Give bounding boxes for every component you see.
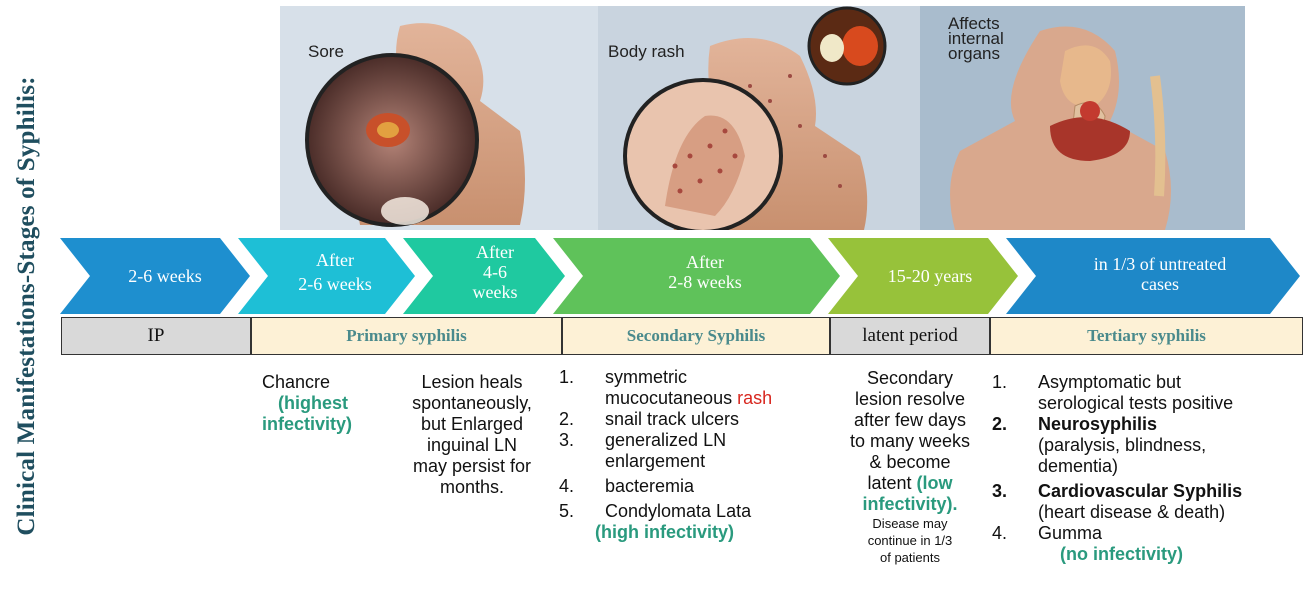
timeline-arrows: 2-6 weeks After 2-6 weeks After 4-6 week… [60, 238, 1305, 314]
primary-lesion-heals: Lesion heals spontaneously, but Enlarged… [384, 372, 560, 498]
stage-secondary: Secondary Syphilis [562, 317, 830, 355]
arrow-1-text: 2-6 weeks [90, 266, 240, 286]
arrow-2-text: After 2-6 weeks [265, 250, 405, 294]
arrow-3-text: After 4-6 weeks [430, 242, 560, 302]
arrow-6-text: in 1/3 of untreated cases [1045, 254, 1275, 294]
tertiary-item-2: 2. Neurosyphilis (paralysis, blindness, … [992, 414, 1302, 477]
tertiary-item-1: 1. Asymptomatic but serological tests po… [992, 372, 1302, 414]
secondary-item-3: 3. generalized LN enlargement [559, 430, 821, 472]
secondary-list: 1. symmetric mucocutaneous rash 2. snail… [559, 367, 821, 543]
stage-tertiary: Tertiary syphilis [990, 317, 1303, 355]
stage-ip: IP [61, 317, 251, 355]
label-organs: organs [948, 46, 1000, 62]
label-sore: Sore [308, 44, 344, 60]
heart [1080, 101, 1100, 121]
stages-illustration: Sore Body rash Affects internal organs [280, 6, 1245, 230]
latent-description: Secondary lesion resolve after few days … [832, 368, 988, 566]
secondary-item-5: 5. Condylomata Lata [559, 501, 821, 522]
arrow-5-text: 15-20 years [855, 266, 1005, 286]
illustration-svg [280, 6, 1245, 230]
arrow-4-text: After 2-8 weeks [605, 252, 805, 292]
label-body-rash: Body rash [608, 44, 685, 60]
tertiary-infectivity: (no infectivity) [992, 544, 1302, 565]
tertiary-item-4: 4. Gumma [992, 523, 1302, 544]
primary-chancre: Chancre (highest infectivity) [262, 372, 352, 435]
tertiary-item-3: 3. Cardiovascular Syphilis (heart diseas… [992, 481, 1302, 523]
secondary-item-2: 2. snail track ulcers [559, 409, 821, 430]
tertiary-list: 1. Asymptomatic but serological tests po… [992, 372, 1302, 565]
stage-latent: latent period [830, 317, 990, 355]
side-title-text: Clinical Manifestations-Stages of Syphil… [13, 76, 41, 535]
secondary-item-4: 4. bacteremia [559, 476, 821, 497]
stage-primary: Primary syphilis [251, 317, 562, 355]
secondary-infectivity: (high infectivity) [559, 522, 821, 543]
secondary-item-1: 1. symmetric mucocutaneous rash [559, 367, 821, 409]
side-title: Clinical Manifestations-Stages of Syphil… [0, 0, 54, 613]
